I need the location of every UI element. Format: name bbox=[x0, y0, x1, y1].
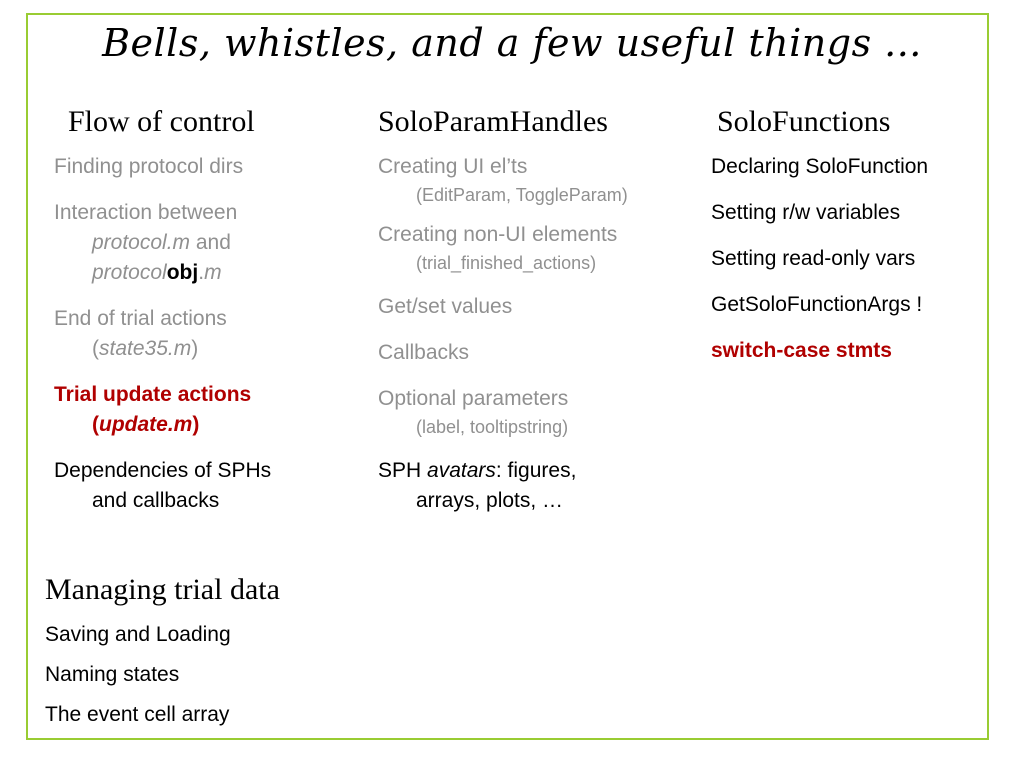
trial-item-naming: Naming states bbox=[45, 663, 180, 686]
sph-item-non-ui: Creating non-UI elements (trial_finished… bbox=[378, 223, 618, 273]
funcs-item-getargs: GetSoloFunctionArgs ! bbox=[711, 293, 923, 316]
funcs-list: Declaring SoloFunction Setting r/w varia… bbox=[711, 152, 981, 366]
slide-title: Bells, whistles, and a few useful things… bbox=[102, 21, 922, 65]
sph-item-optional: Optional parameters (label, tooltipstrin… bbox=[378, 387, 569, 437]
flow-item-end-of-trial: End of trial actions (state35.m) bbox=[54, 307, 227, 360]
funcs-item-readonly-vars: Setting read-only vars bbox=[711, 247, 916, 270]
funcs-item-declaring: Declaring SoloFunction bbox=[711, 155, 929, 178]
trial-heading: Managing trial data bbox=[45, 573, 280, 606]
flow-list: Finding protocol dirs Interaction betwee… bbox=[54, 152, 354, 516]
funcs-heading: SoloFunctions bbox=[717, 105, 891, 138]
flow-item-dependencies: Dependencies of SPHs and callbacks bbox=[54, 459, 272, 512]
sph-list: Creating UI el’ts (EditParam, TogglePara… bbox=[378, 152, 698, 516]
funcs-item-rw-vars: Setting r/w variables bbox=[711, 201, 901, 224]
slide-border bbox=[26, 13, 989, 740]
funcs-item-switch-case: switch-case stmts bbox=[711, 339, 892, 362]
flow-item-finding-dirs: Finding protocol dirs bbox=[54, 155, 244, 178]
trial-item-event-cell: The event cell array bbox=[45, 703, 230, 726]
sph-item-avatars: SPH avatars: figures, arrays, plots, … bbox=[378, 459, 577, 512]
trial-list: Saving and Loading Naming states The eve… bbox=[45, 620, 365, 730]
sph-item-callbacks: Callbacks bbox=[378, 341, 470, 364]
sph-heading: SoloParamHandles bbox=[378, 105, 608, 138]
flow-item-interaction: Interaction between protocol.m and proto… bbox=[54, 201, 238, 284]
flow-heading: Flow of control bbox=[68, 105, 255, 138]
trial-item-saving: Saving and Loading bbox=[45, 623, 231, 646]
sph-item-get-set: Get/set values bbox=[378, 295, 513, 318]
flow-item-trial-update: Trial update actions (update.m) bbox=[54, 383, 252, 436]
sph-item-ui-elements: Creating UI el’ts (EditParam, TogglePara… bbox=[378, 155, 628, 205]
